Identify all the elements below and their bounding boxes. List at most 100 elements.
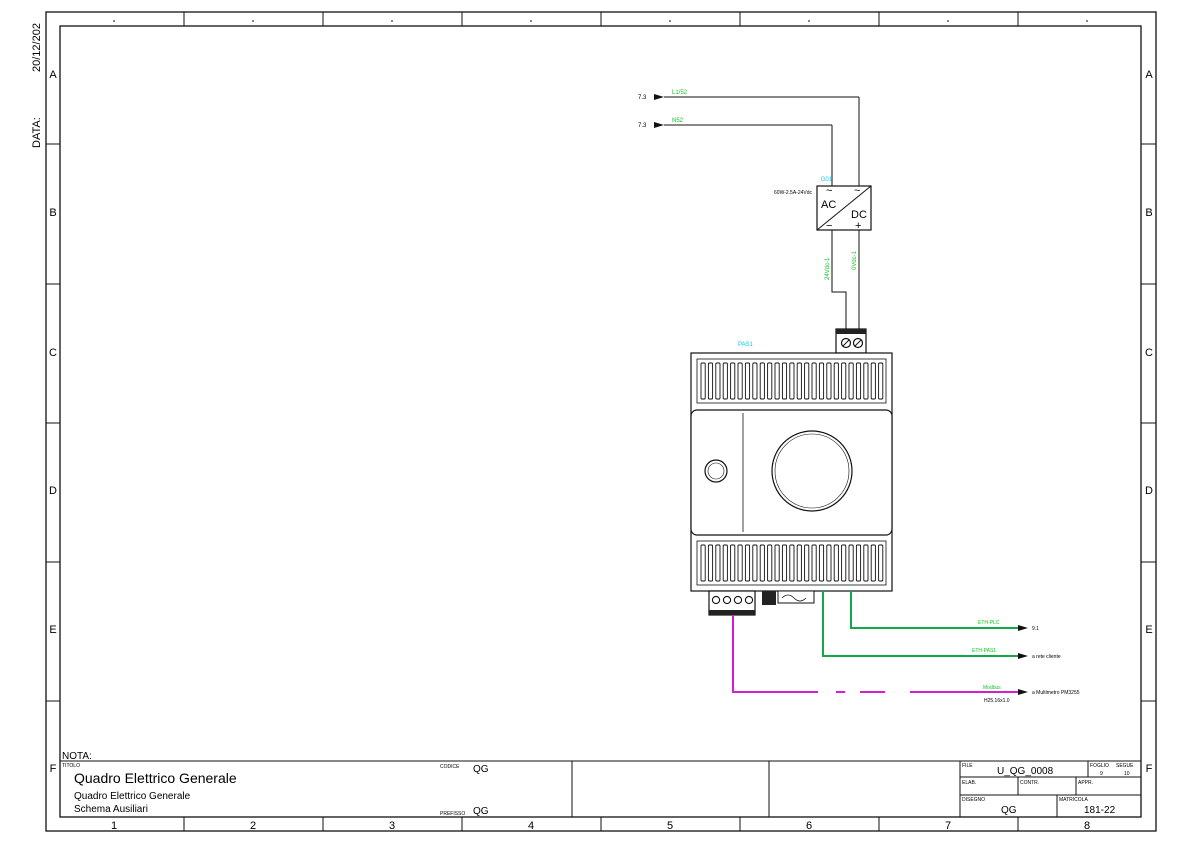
psu-rating: 60W-2.5A-24Vdc bbox=[774, 190, 812, 196]
vent-slot bbox=[818, 544, 825, 582]
row-grid bbox=[46, 143, 1156, 702]
title-block-grid bbox=[60, 760, 1141, 817]
note-label: NOTA: bbox=[62, 751, 92, 762]
disegno-label: DISEGNO bbox=[962, 797, 985, 803]
segue-label: SEGUE bbox=[1116, 763, 1134, 769]
contr-label: CONTR. bbox=[1020, 780, 1039, 786]
vent-slot bbox=[826, 362, 832, 400]
vent-slot bbox=[752, 544, 758, 582]
bottom-terminal-rs485 bbox=[708, 590, 756, 616]
date-label: DATA: bbox=[31, 117, 43, 148]
arrow-right-icon bbox=[1018, 689, 1028, 695]
input-n-ref: 7.3 bbox=[638, 123, 647, 129]
prefisso-value: QG bbox=[473, 806, 489, 817]
sheet-frame bbox=[45, 11, 1157, 832]
column-grid bbox=[183, 12, 1019, 831]
column-ticks-top bbox=[113, 20, 1088, 22]
vent-slot bbox=[818, 362, 825, 400]
vent-slot bbox=[774, 362, 780, 400]
vent-slot bbox=[833, 362, 839, 400]
output-modbus bbox=[732, 615, 1018, 693]
drawing-subtitle-1: Quadro Elettrico Generale bbox=[74, 791, 191, 802]
vent-slot bbox=[767, 362, 773, 400]
vent-slot bbox=[841, 362, 847, 400]
psu-minus-sym: − bbox=[826, 220, 832, 232]
vent-slot bbox=[870, 544, 876, 582]
foglio-label: FOGLIO bbox=[1090, 763, 1109, 769]
vent-slot bbox=[826, 544, 832, 582]
vent-slot bbox=[841, 544, 847, 582]
row-label: B bbox=[1145, 207, 1152, 219]
wire-label-n: N52 bbox=[672, 118, 684, 124]
vent-slot bbox=[863, 362, 869, 400]
device-tag: PAS1 bbox=[738, 342, 754, 348]
codice-label: CODICE bbox=[440, 764, 460, 770]
vent-slot bbox=[804, 544, 810, 582]
vent-slot bbox=[759, 362, 765, 400]
vent-slot bbox=[878, 362, 884, 400]
vent-slot bbox=[744, 544, 751, 582]
dest-modbus: a Multimetro PM3255 bbox=[1032, 690, 1080, 696]
column-label: 7 bbox=[945, 820, 951, 832]
vent-slot bbox=[700, 362, 706, 400]
vent-slot bbox=[730, 544, 736, 582]
input-l-ref: 7.3 bbox=[638, 95, 647, 101]
codice-value: QG bbox=[473, 764, 489, 775]
vent-slot bbox=[722, 362, 728, 400]
din-rail-device bbox=[690, 352, 893, 592]
psu-ac-sym: ~ bbox=[826, 185, 832, 197]
psu-plus-sym: + bbox=[855, 220, 861, 232]
column-label: 6 bbox=[806, 820, 812, 832]
output-eth-pas1: ETH-PAS1 a rete cliente bbox=[822, 591, 1061, 660]
vent-slot bbox=[878, 544, 884, 582]
elab-label: ELAB. bbox=[962, 780, 976, 786]
column-label: 1 bbox=[111, 820, 117, 832]
disegno-value: QG bbox=[1001, 805, 1017, 816]
vent-slot bbox=[833, 544, 839, 582]
input-l-line: 7.3 L1/52 bbox=[638, 90, 860, 186]
vent-slot bbox=[767, 544, 773, 582]
arrow-left-icon bbox=[654, 122, 664, 128]
column-label: 3 bbox=[389, 820, 395, 832]
row-label: E bbox=[49, 624, 56, 636]
vent-slot bbox=[737, 362, 743, 400]
output-eth-plc: ETH-PLC 9.1 bbox=[850, 591, 1039, 632]
row-labels: A A B B C C D D E E F F bbox=[49, 69, 1153, 775]
vent-slot bbox=[737, 544, 743, 582]
psu-tag: G01 bbox=[821, 177, 833, 183]
row-label: C bbox=[1145, 347, 1153, 359]
title-block-left: TITOLO Quadro Elettrico Generale Quadro … bbox=[62, 763, 489, 817]
column-label: 4 bbox=[528, 820, 534, 832]
vent-slot bbox=[752, 362, 758, 400]
vent-slot bbox=[811, 544, 817, 582]
vent-slot bbox=[863, 544, 869, 582]
dc-output-wires bbox=[831, 230, 860, 329]
wire-label-eth-pas1: ETH-PAS1 bbox=[972, 648, 996, 654]
row-label: E bbox=[1145, 624, 1152, 636]
vent-slot bbox=[715, 362, 721, 400]
psu-ac-label: AC bbox=[821, 199, 836, 211]
vent-slot bbox=[781, 544, 788, 582]
column-labels: 1 2 3 4 5 6 7 8 bbox=[111, 820, 1090, 832]
vent-slot bbox=[855, 544, 862, 582]
column-label: 2 bbox=[250, 820, 256, 832]
column-label: 5 bbox=[667, 820, 673, 832]
titolo-label: TITOLO bbox=[62, 763, 80, 769]
title-block-right: FILE U_QG_0008 FOGLIO 9 SEGUE 10 ELAB. C… bbox=[962, 763, 1134, 816]
psu-ac-sym: ~ bbox=[854, 185, 860, 197]
wire-label-eth-plc: ETH-PLC bbox=[978, 620, 1000, 626]
matricola-label: MATRICOLA bbox=[1059, 797, 1088, 803]
dest-eth-plc: 9.1 bbox=[1032, 626, 1039, 632]
vent-slot bbox=[870, 362, 876, 400]
row-label: F bbox=[1146, 763, 1153, 775]
arrow-right-icon bbox=[1018, 653, 1028, 659]
vent-slot bbox=[730, 362, 736, 400]
row-label: B bbox=[49, 207, 56, 219]
vent-slot bbox=[796, 544, 802, 582]
foglio-value: 9 bbox=[1100, 771, 1103, 777]
wire-label-0v: 0Vdc-1 bbox=[852, 250, 858, 270]
matricola-value: 181-22 bbox=[1084, 805, 1116, 816]
arrow-right-icon bbox=[1018, 625, 1028, 631]
vent-slot bbox=[722, 544, 728, 582]
